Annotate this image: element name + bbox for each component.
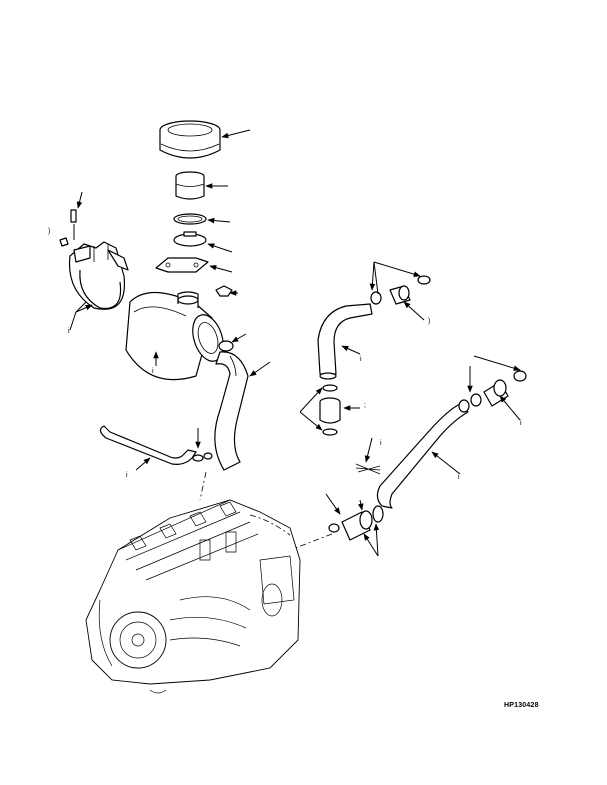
callout-brackets: i [68, 328, 70, 335]
mounting-brackets[interactable] [68, 241, 129, 310]
connect-line-intake [199, 471, 207, 501]
callout-upper-clamps: ) [428, 318, 431, 325]
bracket-plate[interactable] [155, 257, 209, 273]
upper-hose-clamps[interactable] [370, 275, 431, 305]
callout-middle-coupler: ; [364, 402, 366, 409]
intake-hose-elbow[interactable] [214, 351, 249, 471]
leader-hose [249, 361, 271, 377]
leader-lc-a [473, 355, 521, 371]
air-cleaner-cover[interactable] [159, 120, 221, 159]
callout-long-hose: i [458, 474, 460, 481]
leader-uc-a [373, 261, 379, 295]
upper-hose[interactable] [317, 303, 373, 380]
leader-bolt-arrow [76, 191, 83, 209]
connect-line-turbo [289, 533, 333, 551]
middle-coupler[interactable] [319, 384, 341, 436]
long-hose[interactable] [376, 399, 470, 509]
leader-mc-b [299, 411, 323, 431]
callout-upper-hose: i [360, 356, 362, 363]
connect-line-engine [249, 514, 291, 536]
lower-hose-clamps[interactable] [470, 370, 527, 407]
leader-bracket [209, 264, 233, 273]
leader-long-hose [431, 451, 461, 475]
hose-clip[interactable] [355, 463, 381, 475]
nut[interactable] [59, 237, 69, 247]
leader-gasket [207, 217, 231, 224]
leader-outlet-clamp [231, 333, 247, 343]
leader-tc-c [373, 523, 380, 557]
leader-uc-d [403, 301, 425, 321]
callout-lower-clamps: i [520, 420, 522, 427]
engine-assembly[interactable] [85, 499, 301, 694]
turbo-coupler[interactable] [328, 505, 384, 541]
leader-uc-b [373, 261, 421, 277]
callout-clip: i [380, 440, 382, 447]
leader-clamp-band [207, 243, 233, 253]
leader-uc-c [369, 261, 376, 291]
callout-nut: ) [48, 228, 51, 235]
breather-tube[interactable] [99, 425, 213, 465]
sleeve[interactable] [175, 171, 205, 200]
outlet-clamp[interactable] [218, 340, 234, 352]
leader-brackets-b [75, 304, 93, 313]
leader-brackets-a [69, 301, 87, 331]
callout-canister: i [152, 368, 154, 375]
leader-breather [135, 457, 151, 471]
bolt[interactable] [70, 209, 77, 223]
leader-lc-c [499, 395, 521, 421]
fitting[interactable] [215, 285, 233, 297]
clamp-band[interactable] [173, 231, 207, 247]
air-cleaner-canister[interactable] [125, 291, 229, 381]
leader-clip [364, 437, 373, 463]
gasket-ring[interactable] [173, 213, 207, 225]
callout-breather: i [126, 472, 128, 479]
leader-upper-hose [341, 345, 361, 355]
leader-tc-d [358, 499, 364, 511]
leader-mc-a [299, 387, 323, 413]
leader-cover [221, 129, 251, 139]
leader-tc-a [325, 493, 341, 515]
figure-id: HP130428 [504, 702, 539, 709]
leader-tc-b [363, 533, 379, 557]
